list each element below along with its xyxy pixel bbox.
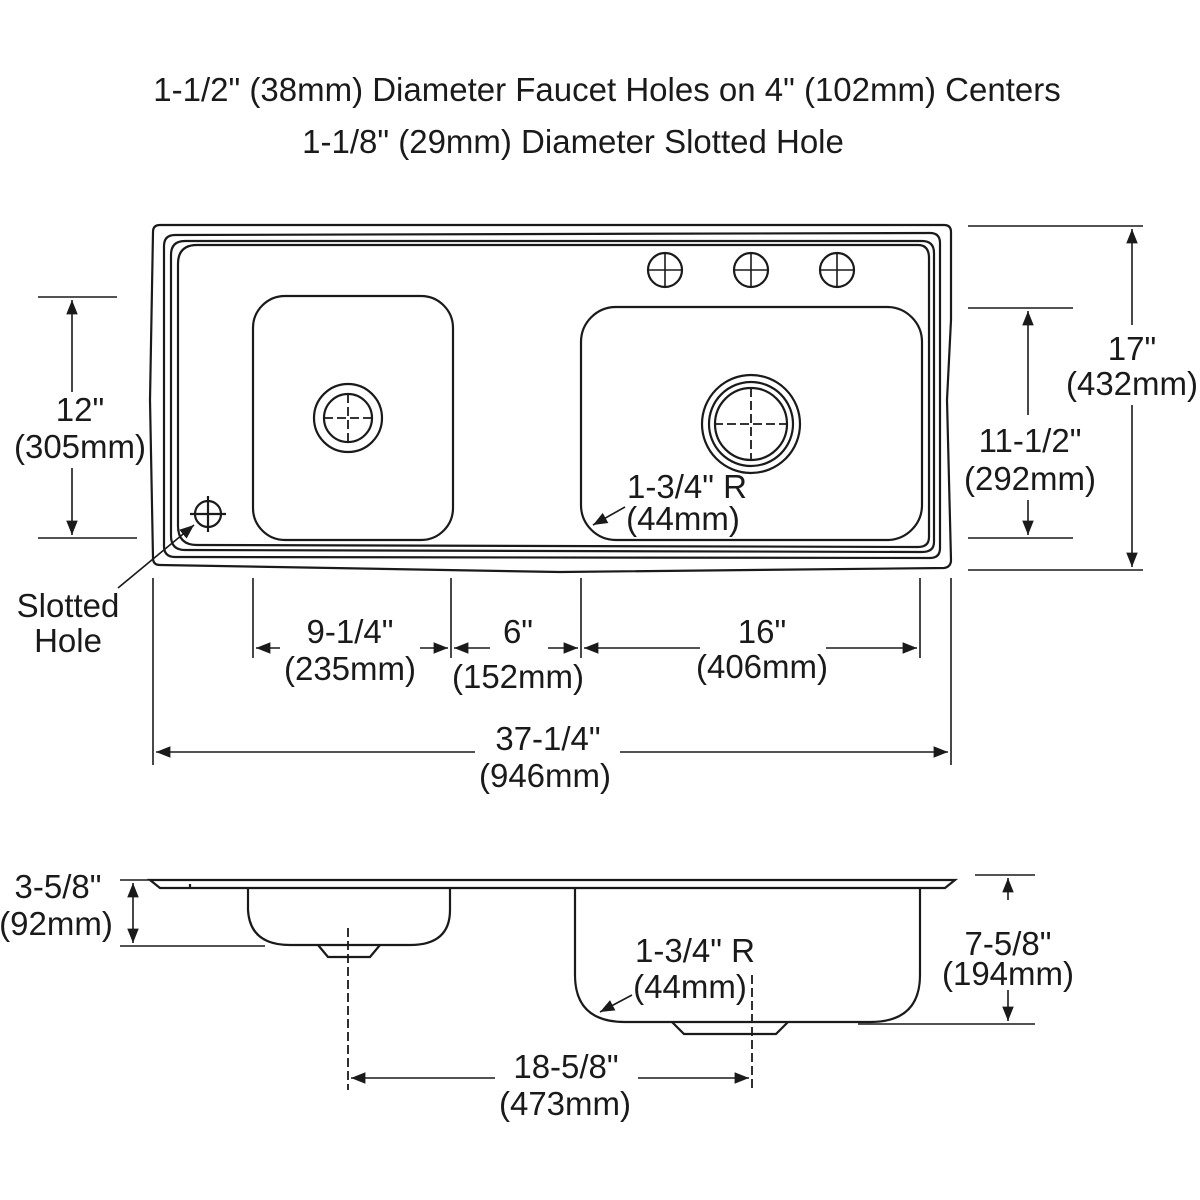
faucet-hole-icons bbox=[646, 251, 856, 289]
top-corner-radius-callout: 1-3/4" R (44mm) bbox=[592, 468, 747, 537]
callout-label: Slotted bbox=[17, 587, 120, 624]
dim-label: 11-1/2" bbox=[979, 422, 1082, 459]
dim-drain-spacing: 18-5/8" (473mm) bbox=[347, 928, 753, 1122]
deck-edge bbox=[176, 243, 931, 549]
dim-overall-depth: 17" (432mm) bbox=[968, 225, 1198, 571]
dim-right-bowl-depth: 11-1/2" (292mm) bbox=[964, 307, 1096, 539]
dim-label-metric: (432mm) bbox=[1066, 365, 1198, 402]
dim-overall-width: 37-1/4" (946mm) bbox=[152, 578, 952, 794]
side-corner-radius-callout: 1-3/4" R (44mm) bbox=[599, 932, 755, 1013]
callout-label: Hole bbox=[34, 622, 102, 659]
dim-label-metric: (194mm) bbox=[942, 955, 1074, 992]
dim-label: 6" bbox=[503, 613, 533, 650]
slotted-hole-callout: Slotted Hole bbox=[17, 524, 195, 659]
dim-label: 9-1/4" bbox=[307, 613, 394, 650]
title-faucet-holes: 1-1/2" (38mm) Diameter Faucet Holes on 4… bbox=[153, 71, 1060, 108]
dim-label: 12" bbox=[56, 391, 104, 428]
dim-label: 1-3/4" R bbox=[627, 468, 747, 505]
right-bowl-profile bbox=[573, 888, 922, 1024]
dim-left-bowl-height: 3-5/8" (92mm) bbox=[0, 868, 265, 947]
right-bowl bbox=[579, 305, 924, 542]
rim-line-3 bbox=[169, 239, 936, 554]
dim-label-metric: (292mm) bbox=[964, 460, 1096, 497]
dim-label: 1-3/4" R bbox=[635, 932, 755, 969]
dim-bowl-widths: 9-1/4" (235mm) 6" (152mm) 16" (406mm) bbox=[252, 578, 921, 695]
dim-label: 17" bbox=[1108, 330, 1156, 367]
top-view-sink bbox=[148, 223, 953, 574]
flange bbox=[146, 878, 959, 890]
right-drain-icon bbox=[700, 373, 802, 475]
dim-label-metric: (473mm) bbox=[499, 1085, 631, 1122]
dim-label-metric: (152mm) bbox=[452, 658, 584, 695]
dim-label: 18-5/8" bbox=[513, 1048, 618, 1085]
dim-left-bowl-depth: 12" (305mm) bbox=[14, 296, 146, 539]
dim-label-metric: (44mm) bbox=[626, 500, 740, 537]
dim-label-metric: (946mm) bbox=[479, 757, 611, 794]
right-drain-profile bbox=[671, 1021, 789, 1036]
left-bowl bbox=[251, 294, 455, 542]
dim-label: 3-5/8" bbox=[15, 868, 102, 905]
dim-label-metric: (92mm) bbox=[0, 905, 113, 942]
left-bowl-profile bbox=[246, 888, 452, 947]
left-drain-profile bbox=[317, 944, 381, 959]
side-view-sink bbox=[146, 878, 959, 1036]
dim-label-metric: (406mm) bbox=[696, 648, 828, 685]
dim-label: 16" bbox=[738, 613, 786, 650]
dim-label: 37-1/4" bbox=[495, 720, 600, 757]
title-slotted-hole: 1-1/8" (29mm) Diameter Slotted Hole bbox=[302, 123, 844, 160]
slotted-hole-icon bbox=[190, 496, 226, 532]
left-drain-icon bbox=[312, 382, 384, 454]
dim-label-metric: (44mm) bbox=[633, 968, 747, 1005]
dim-label: 7-5/8" bbox=[965, 925, 1052, 962]
rim-line-2 bbox=[162, 231, 942, 560]
dim-label-metric: (305mm) bbox=[14, 428, 146, 465]
dim-label-metric: (235mm) bbox=[284, 650, 416, 687]
outer-rim bbox=[148, 223, 953, 574]
dim-right-bowl-height: 7-5/8" (194mm) bbox=[858, 874, 1074, 1025]
